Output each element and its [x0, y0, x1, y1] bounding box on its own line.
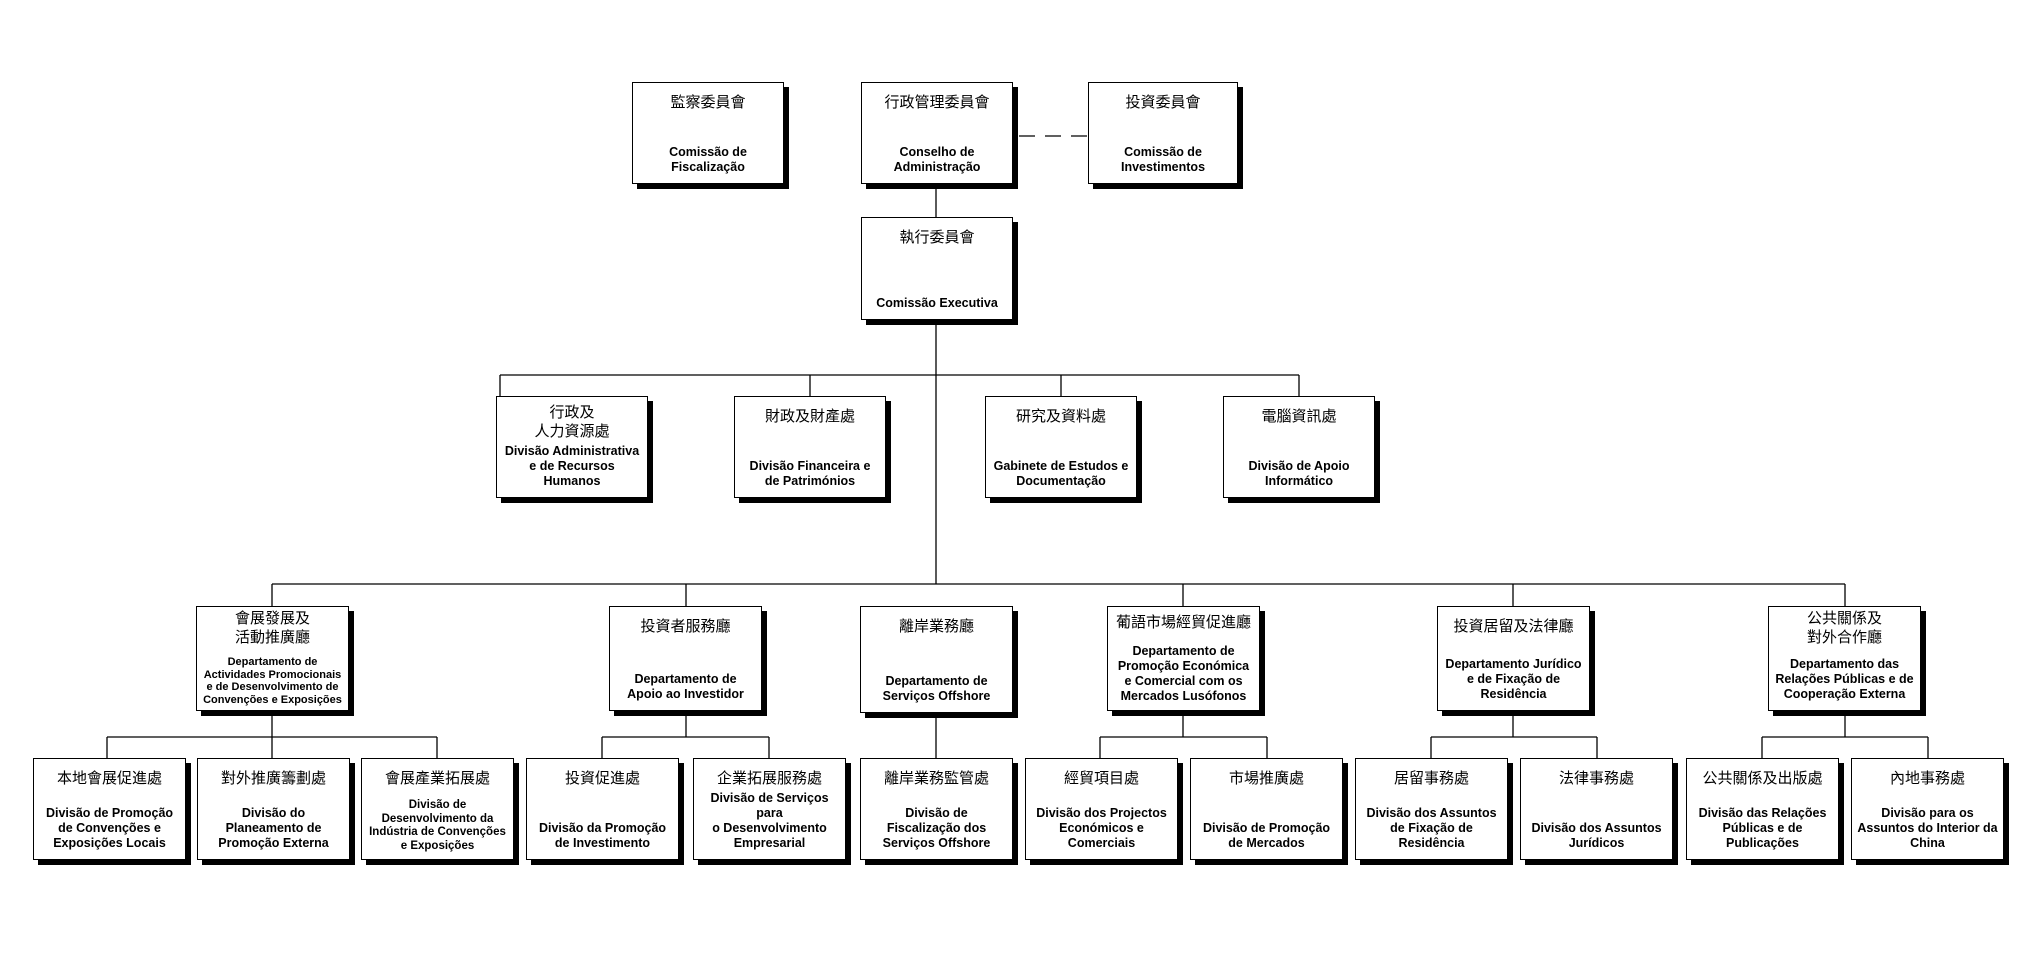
- org-box-zh-label: 監察委員會: [670, 93, 746, 111]
- org-box-divisao-mercados: 市場推廣處 Divisão de Promoção de Mercados: [1190, 758, 1343, 860]
- org-box-pt-label: Departamento de Apoio ao Investidor: [627, 672, 744, 701]
- org-box-pt-label: Departamento de Actividades Promocionais…: [203, 656, 342, 706]
- org-box-zh-label: 市場推廣處: [1228, 769, 1304, 787]
- org-box-zh-label: 葡語市場經貿促進廳: [1115, 613, 1251, 631]
- org-box-pt-label: Comissão Executiva: [876, 296, 998, 310]
- org-box-pt-label: Departamento Jurídico e de Fixação de Re…: [1445, 657, 1582, 701]
- org-box-divisao-fiscalizacao-offshore: 離岸業務監管處 Divisão de Fiscalização dos Serv…: [860, 758, 1013, 860]
- org-box-pt-label: Gabinete de Estudos e Documentação: [993, 459, 1129, 488]
- org-box-zh-label: 經貿項目處: [1063, 769, 1139, 787]
- org-box-pt-label: Comissão de Investimentos: [1120, 145, 1206, 174]
- org-box-zh-label: 本地會展促進處: [56, 769, 162, 787]
- org-box-zh-label: 會展發展及 活動推廣廳: [234, 609, 310, 646]
- org-box-zh-label: 會展產業拓展處: [384, 769, 490, 787]
- org-box-comissao-executiva: 執行委員會 Comissão Executiva: [861, 217, 1013, 320]
- org-box-zh-label: 公共關係及 對外合作廳: [1806, 609, 1882, 646]
- org-box-gabinete-estudos: 研究及資料處 Gabinete de Estudos e Documentaçã…: [985, 396, 1137, 498]
- org-box-departamento-actividades: 會展發展及 活動推廣廳 Departamento de Actividades …: [196, 606, 349, 711]
- org-box-zh-label: 內地事務處: [1889, 769, 1965, 787]
- org-box-pt-label: Divisão dos Assuntos Jurídicos: [1531, 821, 1662, 850]
- org-box-zh-label: 研究及資料處: [1015, 407, 1106, 425]
- org-box-departamento-relacoes-publicas: 公共關係及 對外合作廳 Departamento das Relações Pú…: [1768, 606, 1921, 711]
- org-box-zh-label: 投資者服務廳: [640, 617, 731, 635]
- org-box-pt-label: Divisão de Serviços para o Desenvolvimen…: [710, 791, 829, 850]
- org-box-pt-label: Divisão de Promoção de Mercados: [1202, 821, 1331, 850]
- org-box-pt-label: Divisão das Relações Públicas e de Publi…: [1698, 806, 1827, 850]
- org-box-zh-label: 離岸業務廳: [898, 617, 974, 635]
- org-box-zh-label: 財政及財產處: [764, 407, 855, 425]
- org-box-pt-label: Divisão de Fiscalização dos Serviços Off…: [882, 806, 991, 850]
- org-box-zh-label: 法律事務處: [1558, 769, 1634, 787]
- org-box-divisao-convencoes-locais: 本地會展促進處 Divisão de Promoção de Convençõe…: [33, 758, 186, 860]
- org-box-pt-label: Divisão dos Projectos Económicos e Comer…: [1036, 806, 1167, 850]
- org-box-pt-label: Divisão do Planeamento de Promoção Exter…: [218, 806, 329, 850]
- org-box-departamento-lusofonos: 葡語市場經貿促進廳 Departamento de Promoção Econó…: [1107, 606, 1260, 711]
- org-box-zh-label: 投資促進處: [564, 769, 640, 787]
- org-box-zh-label: 行政及 人力資源處: [534, 403, 610, 440]
- org-box-divisao-industria: 會展產業拓展處 Divisão de Desenvolvimento da In…: [361, 758, 514, 860]
- org-box-divisao-fixacao-residencia: 居留事務處 Divisão dos Assuntos de Fixação de…: [1355, 758, 1508, 860]
- org-box-zh-label: 企業拓展服務處: [716, 769, 822, 787]
- org-box-zh-label: 公共關係及出版處: [1702, 769, 1823, 787]
- org-box-comissao-fiscalizacao: 監察委員會 Comissão de Fiscalização: [632, 82, 784, 184]
- org-box-pt-label: Divisão da Promoção de Investimento: [538, 821, 667, 850]
- org-box-zh-label: 電腦資訊處: [1261, 407, 1337, 425]
- org-box-pt-label: Comissão de Fiscalização: [669, 145, 747, 174]
- org-box-divisao-planeamento: 對外推廣籌劃處 Divisão do Planeamento de Promoç…: [197, 758, 350, 860]
- org-box-divisao-servicos-empresarial: 企業拓展服務處 Divisão de Serviços para o Desen…: [693, 758, 846, 860]
- org-box-pt-label: Conselho de Administração: [893, 145, 981, 174]
- org-box-zh-label: 對外推廣籌劃處: [220, 769, 326, 787]
- org-box-divisao-financeira: 財政及財產處 Divisão Financeira e de Patrimóni…: [734, 396, 886, 498]
- org-box-pt-label: Divisão de Promoção de Convenções e Expo…: [45, 806, 174, 850]
- org-box-divisao-projectos: 經貿項目處 Divisão dos Projectos Económicos e…: [1025, 758, 1178, 860]
- org-box-divisao-promocao-investimento: 投資促進處 Divisão da Promoção de Investiment…: [526, 758, 679, 860]
- org-box-pt-label: Departamento de Promoção Económica e Com…: [1117, 644, 1250, 703]
- org-box-zh-label: 離岸業務監管處: [883, 769, 989, 787]
- org-box-divisao-apoio-informatico: 電腦資訊處 Divisão de Apoio Informático: [1223, 396, 1375, 498]
- org-box-pt-label: Divisão Financeira e de Patrimónios: [749, 459, 871, 488]
- org-box-zh-label: 行政管理委員會: [884, 93, 990, 111]
- org-box-divisao-juridicos: 法律事務處 Divisão dos Assuntos Jurídicos: [1520, 758, 1673, 860]
- org-box-pt-label: Divisão Administrativa e de Recursos Hum…: [504, 444, 640, 488]
- org-box-departamento-juridico: 投資居留及法律廳 Departamento Jurídico e de Fixa…: [1437, 606, 1590, 711]
- org-box-zh-label: 投資居留及法律廳: [1453, 617, 1574, 635]
- org-box-divisao-administrativa: 行政及 人力資源處 Divisão Administrativa e de Re…: [496, 396, 648, 498]
- org-box-pt-label: Divisão de Desenvolvimento da Indústria …: [369, 799, 506, 852]
- org-box-divisao-publicacoes: 公共關係及出版處 Divisão das Relações Públicas e…: [1686, 758, 1839, 860]
- org-box-pt-label: Departamento de Serviços Offshore: [882, 674, 991, 703]
- org-box-pt-label: Divisão para os Assuntos do Interior da …: [1857, 806, 1998, 850]
- org-box-pt-label: Divisão dos Assuntos de Fixação de Resid…: [1366, 806, 1497, 850]
- org-box-zh-label: 投資委員會: [1125, 93, 1201, 111]
- org-box-pt-label: Divisão de Apoio Informático: [1248, 459, 1350, 488]
- org-box-zh-label: 居留事務處: [1393, 769, 1469, 787]
- org-box-departamento-apoio-investidor: 投資者服務廳 Departamento de Apoio ao Investid…: [609, 606, 762, 711]
- org-box-pt-label: Departamento das Relações Públicas e de …: [1775, 657, 1914, 701]
- org-box-departamento-offshore: 離岸業務廳 Departamento de Serviços Offshore: [860, 606, 1013, 713]
- org-box-conselho-administracao: 行政管理委員會 Conselho de Administração: [861, 82, 1013, 184]
- org-box-comissao-investimentos: 投資委員會 Comissão de Investimentos: [1088, 82, 1238, 184]
- org-box-zh-label: 執行委員會: [899, 228, 975, 246]
- org-box-divisao-interior-china: 內地事務處 Divisão para os Assuntos do Interi…: [1851, 758, 2004, 860]
